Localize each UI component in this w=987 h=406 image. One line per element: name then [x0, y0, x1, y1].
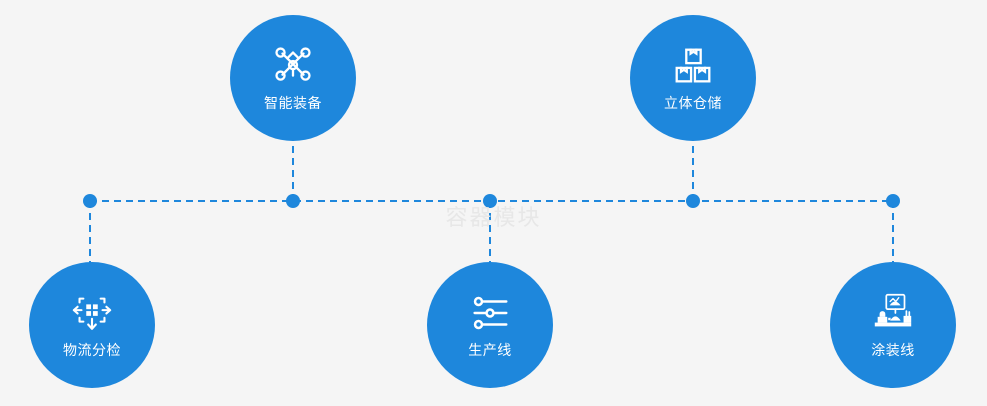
- node-label: 立体仓储: [664, 96, 722, 112]
- stacked-boxes-icon: [670, 43, 716, 89]
- sliders-icon: [467, 290, 513, 336]
- node-label: 智能装备: [264, 96, 322, 112]
- joint-dot: [286, 194, 300, 208]
- node-logistics-sorting[interactable]: 物流分检: [29, 262, 155, 388]
- node-production-line[interactable]: 生产线: [427, 262, 553, 388]
- joint-dot: [886, 194, 900, 208]
- factory-monitor-icon: [870, 290, 916, 336]
- node-painting-line[interactable]: 涂装线: [830, 262, 956, 388]
- joint-dot: [483, 194, 497, 208]
- node-stereo-warehouse[interactable]: 立体仓储: [630, 15, 756, 141]
- node-smart-equipment[interactable]: 智能装备: [230, 15, 356, 141]
- sorting-arrows-icon: [69, 290, 115, 336]
- joint-dot: [686, 194, 700, 208]
- node-label: 生产线: [468, 343, 512, 359]
- node-label: 物流分检: [63, 343, 121, 359]
- joint-dot: [83, 194, 97, 208]
- network-nodes-icon: [270, 43, 316, 89]
- node-label: 涂装线: [871, 343, 915, 359]
